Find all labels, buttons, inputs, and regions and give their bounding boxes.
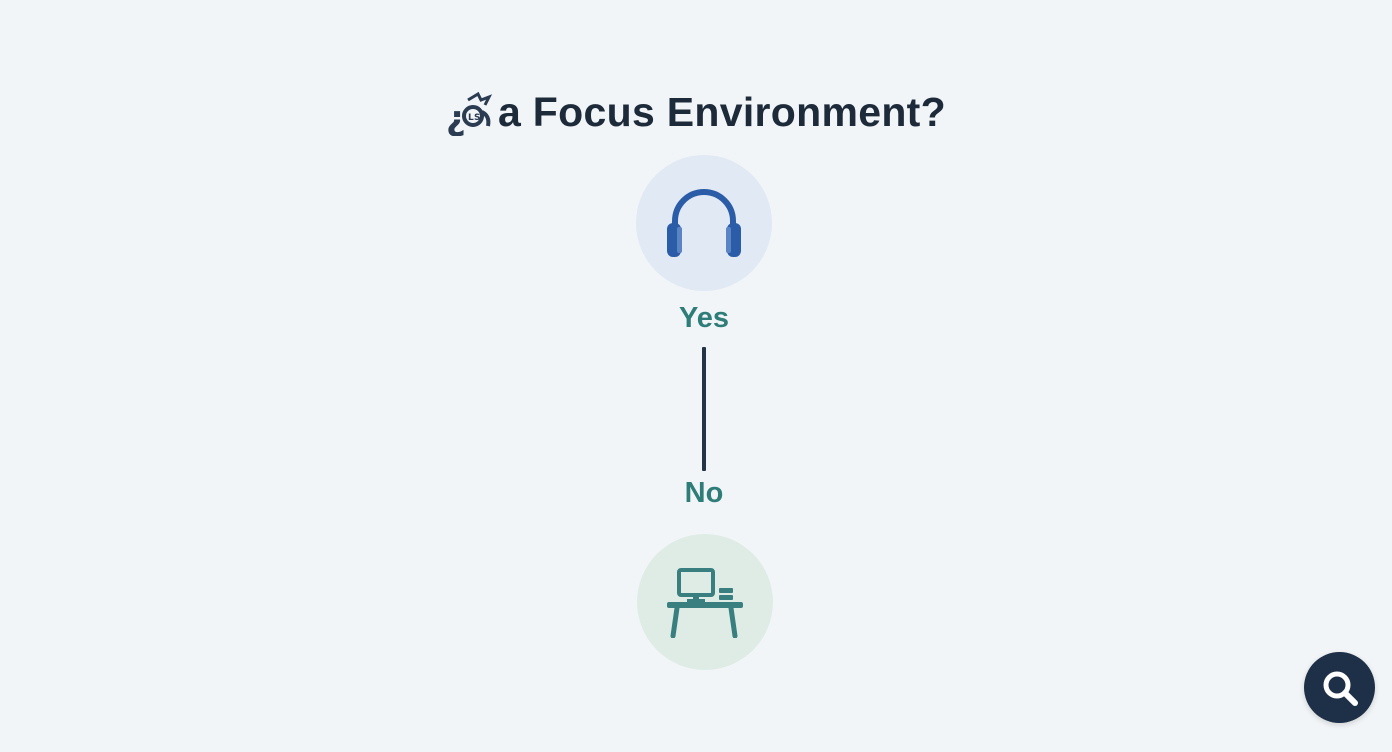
search-icon xyxy=(1323,671,1358,706)
branch-label-no: No xyxy=(684,477,724,509)
svg-text:LS: LS xyxy=(468,113,481,123)
svg-text:¿: ¿ xyxy=(446,99,466,136)
page-title-text: a Focus Environment? xyxy=(498,89,946,136)
focus-node-headphones xyxy=(636,155,772,291)
page-title: ¿ LS a Focus Environment? xyxy=(0,89,1392,139)
search-button[interactable] xyxy=(1304,652,1375,723)
desk-computer-icon xyxy=(667,568,743,638)
focus-node-desk xyxy=(637,534,773,670)
headphones-icon xyxy=(667,189,741,257)
branch-label-yes: Yes xyxy=(679,302,729,334)
title-logo-glyph: ¿ LS xyxy=(446,90,494,139)
connector-line xyxy=(702,347,706,471)
